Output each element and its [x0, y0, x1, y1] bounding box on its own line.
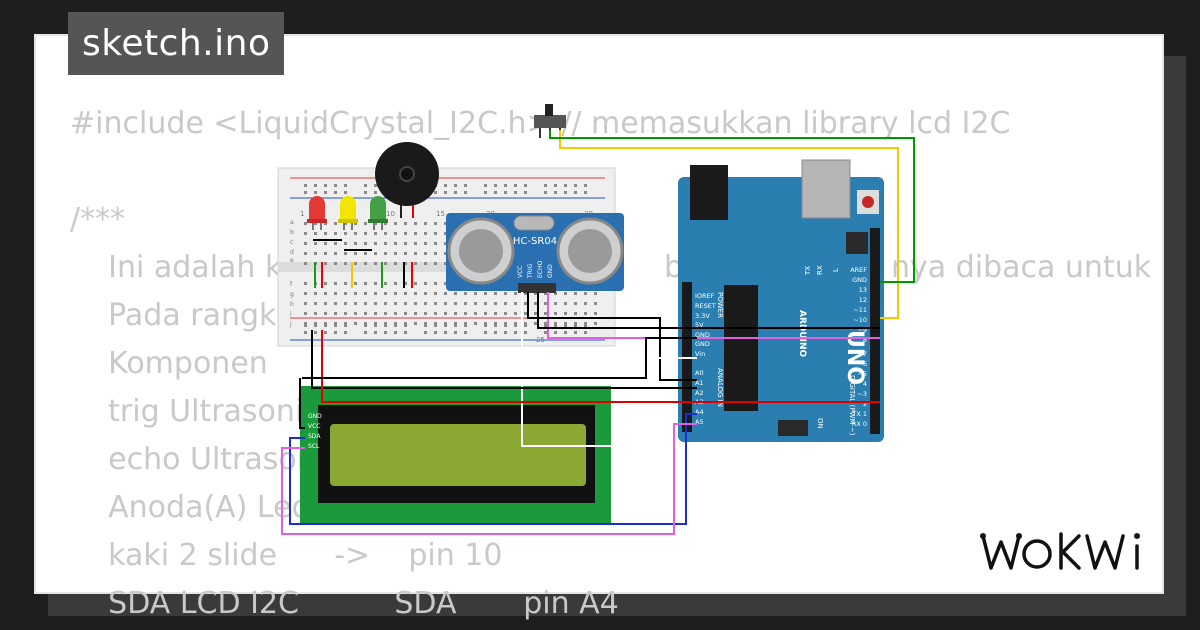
arduino-tx-label: TX: [804, 266, 812, 276]
bb-row-label: g: [290, 291, 294, 298]
bb-row-label: c: [290, 239, 293, 246]
sensor-label: HC-SR04: [513, 236, 557, 247]
led-yellow[interactable]: [338, 196, 358, 230]
code-line: Komponen: [70, 346, 268, 381]
arduino-pin-label: GND: [695, 331, 710, 339]
arduino-pin-label: 7: [863, 350, 867, 358]
arduino-on-label: ON: [816, 418, 824, 429]
arduino-pin-label: ~6: [857, 360, 867, 368]
led-green[interactable]: [368, 196, 388, 230]
lcd-pin-label: SDA: [308, 433, 321, 440]
arduino-uno[interactable]: UNO ARDUINO TX RX L ON POWER ANALOG IN D…: [678, 159, 884, 442]
sensor-pin-label: VCC: [517, 266, 524, 278]
code-line: SDA LCD I2C SDA pin A4: [70, 586, 619, 621]
breadboard-wires: [313, 239, 413, 288]
connection-wires: [281, 130, 915, 535]
arduino-pin-label: ~10: [853, 316, 867, 324]
arduino-pin-label: Vin: [695, 350, 705, 358]
arduino-pin-label: 3.3V: [695, 312, 710, 320]
arduino-power-label: POWER: [716, 292, 724, 318]
led-red[interactable]: [307, 196, 327, 230]
arduino-pin-label: ~9: [857, 326, 867, 334]
code-line: trig Ultrasoni: [70, 394, 304, 429]
arduino-pin-label: 12: [859, 296, 867, 304]
file-tab[interactable]: sketch.ino: [68, 12, 285, 75]
arduino-pin-label: A0: [695, 369, 704, 377]
sensor-pin-label: ECHO: [537, 261, 544, 278]
arduino-pin-label: ~5: [857, 370, 867, 378]
bb-row-label: b: [290, 229, 294, 236]
bb-row-label: h: [290, 301, 294, 308]
arduino-pin-label: GND: [852, 276, 867, 284]
bb-row-label: j: [289, 321, 292, 328]
arduino-pin-label: 2: [863, 400, 867, 408]
arduino-pin-label: 8: [863, 336, 867, 344]
bb-col-label: 10: [386, 210, 395, 218]
lcd-display[interactable]: GND VCC SDA SCL: [300, 386, 611, 524]
arduino-pin-label: A5: [695, 418, 704, 426]
wokwi-logo: [980, 532, 1140, 570]
arduino-pin-label: 5V: [695, 321, 704, 329]
arduino-pin-label: 13: [859, 286, 867, 294]
arduino-model: UNO: [842, 330, 867, 385]
code-line: #include <LiquidCrystal_I2C.h> // memasu…: [70, 106, 1011, 141]
bb-row-label: e: [290, 257, 294, 264]
bb-row-label: d: [290, 249, 294, 256]
bb-col-label: 1: [300, 210, 304, 218]
bb-row-label: f: [290, 281, 293, 288]
arduino-analog-label: ANALOG IN: [716, 368, 724, 407]
lcd-pin-label: VCC: [308, 423, 320, 430]
arduino-rx-label: RX: [816, 265, 824, 275]
arduino-pin-label: A1: [695, 379, 704, 387]
arduino-digital-label: DIGITAL (PWM ~): [848, 375, 856, 436]
code-line: kaki 2 slide -> pin 10: [70, 538, 503, 573]
arduino-pin-label: IOREF: [695, 292, 715, 300]
bb-row-label: a: [290, 219, 294, 226]
code-line: /***: [70, 202, 126, 237]
arduino-pin-label: RX 0: [852, 420, 867, 428]
arduino-pin-label: TX 1: [851, 410, 867, 418]
bb-row-label: i: [290, 311, 292, 318]
buzzer[interactable]: [375, 142, 439, 218]
arduino-pin-label: A4: [695, 408, 704, 416]
arduino-pin-label: ~11: [853, 306, 867, 314]
arduino-brand: ARDUINO: [797, 310, 807, 358]
bb-col-label: 25: [536, 336, 545, 344]
arduino-l-label: L: [832, 268, 840, 272]
code-fragment: nya dibaca untuk: [891, 250, 1152, 285]
lcd-pin-label: GND: [308, 413, 322, 420]
bb-col-label: 15: [436, 210, 445, 218]
code-line: Pada rangka: [70, 298, 295, 333]
sensor-pin-label: GND: [547, 264, 554, 278]
code-line: Anoda(A) Led: [70, 490, 311, 525]
arduino-pin-label: 4: [863, 380, 867, 388]
arduino-pin-label: RESET: [695, 302, 716, 310]
arduino-pin-label: A2: [695, 389, 704, 397]
arduino-pin-label: AREF: [850, 266, 867, 274]
sensor-pin-label: TRIG: [527, 263, 534, 279]
arduino-pin-label: ~3: [857, 390, 867, 398]
lcd-pin-label: SCL: [308, 443, 320, 450]
ultrasonic-sensor[interactable]: HC-SR04 VCC TRIG ECHO GND: [446, 213, 624, 293]
arduino-pin-label: GND: [695, 340, 710, 348]
